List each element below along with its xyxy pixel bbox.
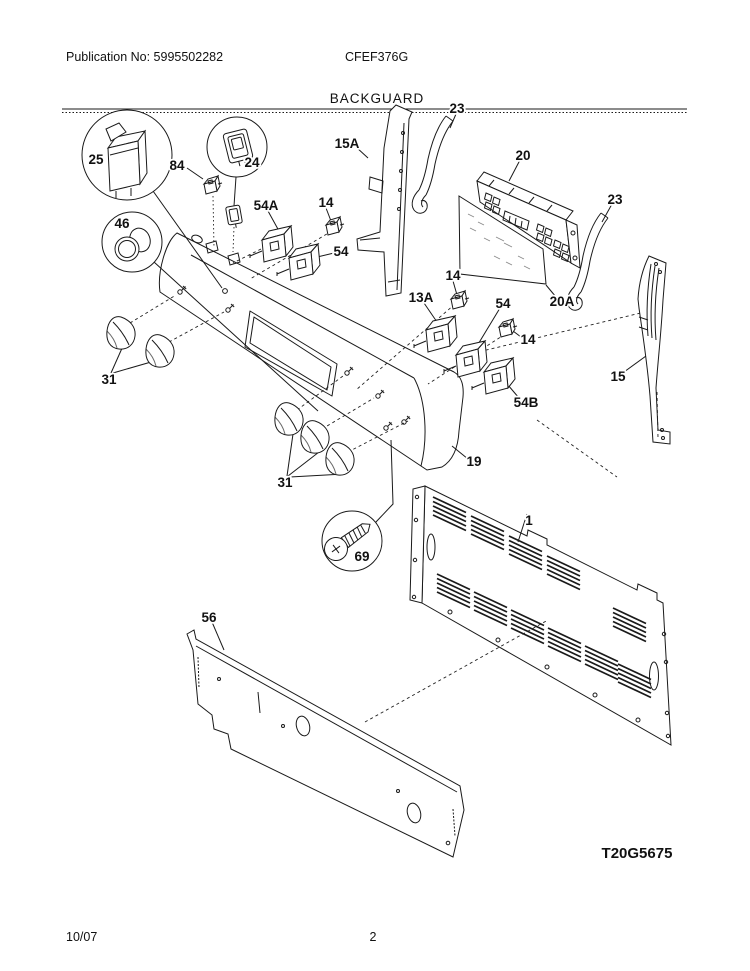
callout-19: 19 <box>466 454 481 469</box>
callout-15: 15 <box>610 369 626 384</box>
callout-56: 56 <box>201 610 217 625</box>
part-lower-trim <box>186 629 465 858</box>
part-bracket-15a <box>356 104 413 297</box>
model-number: CFEF376G <box>345 50 408 64</box>
callout-69: 69 <box>354 549 369 564</box>
callout-20: 20 <box>515 148 530 163</box>
leader-rear-cover <box>517 513 528 543</box>
callout-25: 25 <box>88 152 104 167</box>
callout-31-upper: 31 <box>101 372 117 387</box>
callout-13a: 13A <box>409 290 434 305</box>
page-title: BACKGUARD <box>330 91 425 106</box>
callout-15a: 15A <box>335 136 360 151</box>
part-overlay <box>458 195 547 285</box>
part-bracket-15 <box>637 255 671 445</box>
callout-31-lower: 31 <box>277 475 293 490</box>
leader-lower-trim <box>211 621 225 651</box>
callout-14-2: 14 <box>445 268 461 283</box>
part-backguard-panel <box>158 232 464 471</box>
callout-14-3: 14 <box>520 332 536 347</box>
leader-lines <box>110 113 650 524</box>
part-control-board <box>476 171 581 269</box>
callout-1: 1 <box>525 513 533 528</box>
surface-switches <box>203 175 518 395</box>
publication-number: Publication No: 5995502282 <box>66 50 223 64</box>
assembly-axis-panel-to-cover <box>536 419 618 478</box>
callout-20a: 20A <box>550 294 575 309</box>
page-number: 2 <box>370 930 377 944</box>
diagram-code: T20G5675 <box>602 845 673 862</box>
detail-circle-46 <box>101 211 163 273</box>
callout-46: 46 <box>114 216 130 231</box>
callout-54b: 54B <box>514 395 539 410</box>
revision-date: 10/07 <box>66 930 97 944</box>
callout-23-right: 23 <box>607 192 623 207</box>
detail-circle-24 <box>206 116 268 178</box>
part-bracket-23-left <box>411 115 454 214</box>
callout-14-1: 14 <box>318 195 334 210</box>
callout-84: 84 <box>169 158 185 173</box>
callout-23-left: 23 <box>449 101 465 116</box>
callout-54a: 54A <box>254 198 279 213</box>
detail-circle-25 <box>81 109 173 201</box>
part-rear-cover <box>409 485 672 746</box>
assembly-axis-trim-to-cover <box>364 619 549 723</box>
callout-labels: 25 84 24 46 15A 23 20 23 54A 14 54 13A 1… <box>87 99 628 627</box>
header-rule <box>62 108 687 113</box>
callout-54-2: 54 <box>495 296 511 311</box>
callout-24: 24 <box>244 155 260 170</box>
detail-circle-69 <box>321 510 383 572</box>
callout-54-1: 54 <box>333 244 349 259</box>
